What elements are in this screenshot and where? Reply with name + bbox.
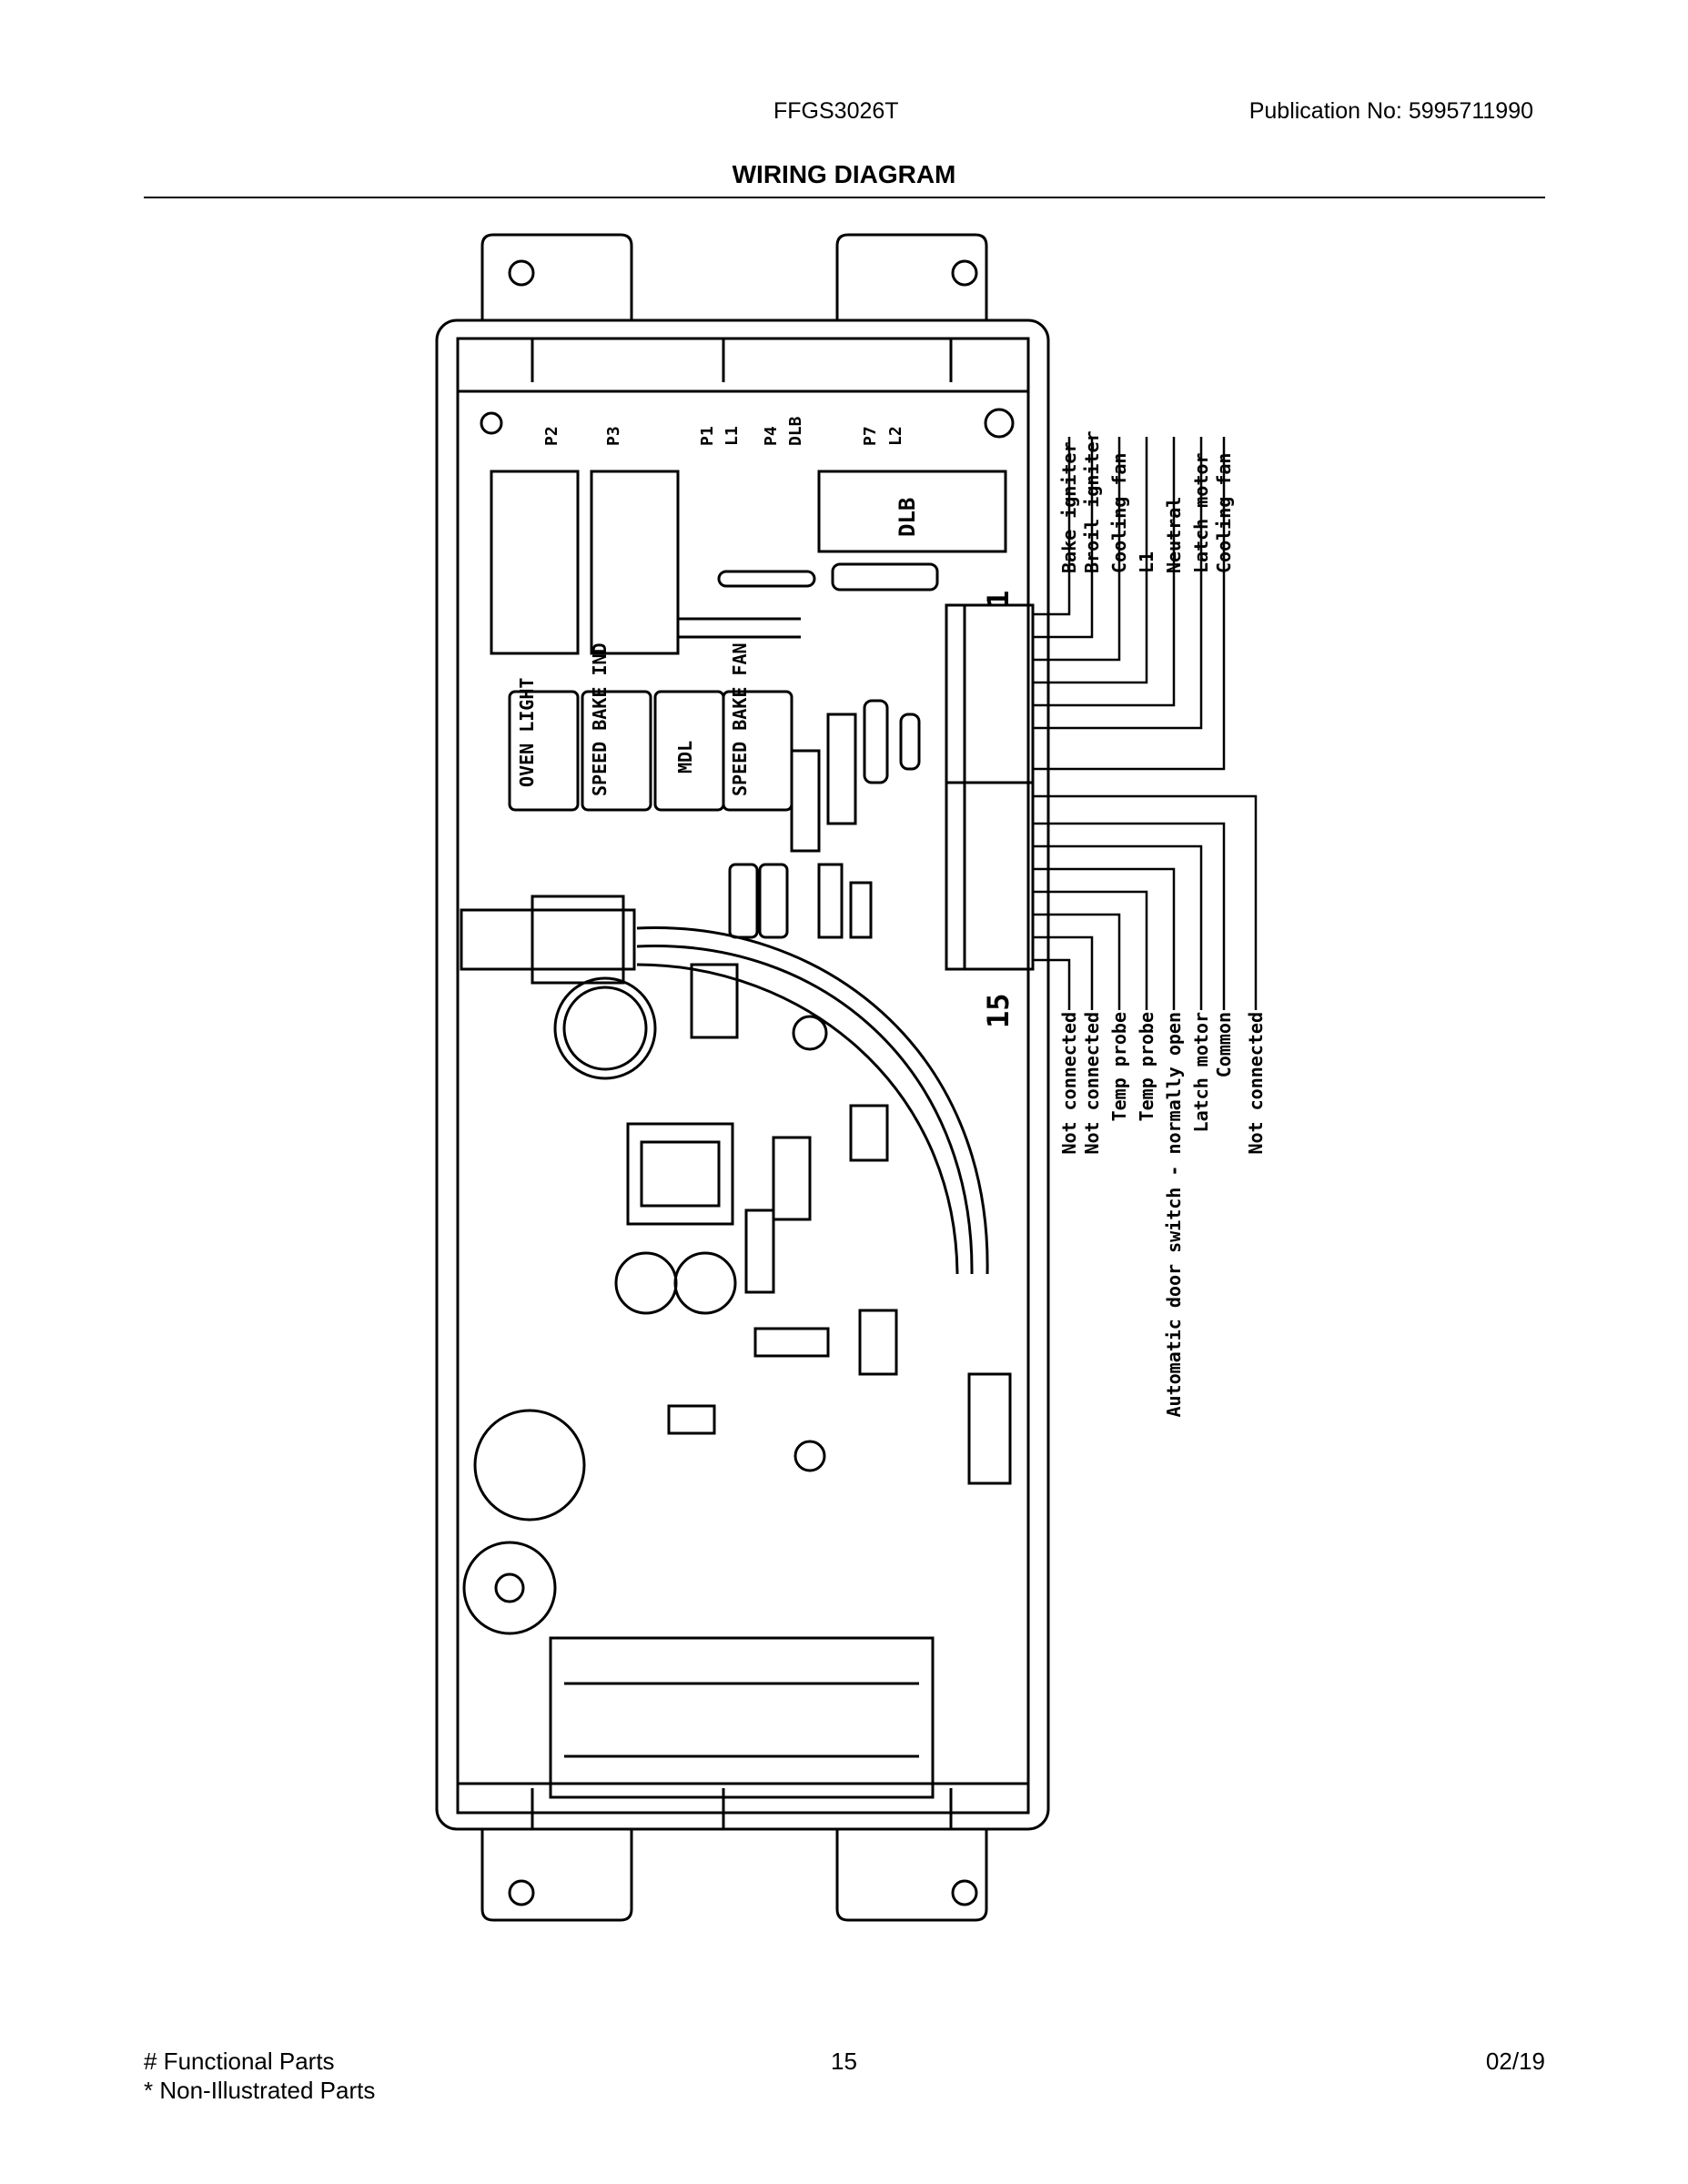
board-housing-inner — [456, 337, 1030, 1815]
heat-sink — [549, 1636, 935, 1799]
label-speed-bake-ind: SPEED BAKE IND — [589, 642, 611, 796]
label-l1: L1 — [723, 426, 742, 446]
pin-label-latch-motor-2: Latch motor — [1190, 1012, 1212, 1132]
label-speed-bake-fan: SPEED BAKE FAN — [729, 642, 751, 796]
pin-label-temp-probe-1: Temp probe — [1108, 1012, 1130, 1121]
wire-harness — [636, 926, 989, 1275]
pin-label-door-switch: Automatic door switch - normally open — [1163, 1012, 1185, 1418]
label-mdl: MDL — [674, 741, 696, 774]
harness-connector — [460, 908, 636, 971]
page-number: 15 — [831, 2048, 857, 2075]
pin-label-neutral: Neutral — [1163, 497, 1185, 573]
capacitor — [553, 976, 657, 1080]
mount-tab-top-left — [480, 233, 633, 320]
buzzer — [462, 1541, 557, 1635]
mount-hole — [508, 259, 535, 287]
label-p3: P3 — [604, 426, 623, 446]
pin-connector-block — [945, 603, 1035, 971]
speaker — [473, 1409, 586, 1522]
pin-label-cooling-fan-2: Cooling fan — [1213, 453, 1235, 573]
publication-number: Publication No: 5995711990 — [1248, 98, 1533, 124]
label-l2: L2 — [886, 426, 905, 446]
pin-label-latch-motor: Latch motor — [1190, 453, 1212, 573]
pin-label-l1: L1 — [1136, 551, 1157, 573]
page-title: WIRING DIAGRAM — [732, 160, 956, 188]
pin-label-not-connected-3: Not connected — [1245, 1012, 1267, 1155]
label-p1: P1 — [698, 426, 717, 446]
pin-label-temp-probe-2: Temp probe — [1136, 1012, 1157, 1121]
label-dlb-relay: DLB — [895, 498, 920, 537]
header-rule — [144, 197, 1545, 198]
relay-oven-light — [508, 690, 580, 812]
label-p2: P2 — [542, 426, 561, 446]
mount-tab-bottom-left — [480, 1829, 633, 1922]
label-oven-light: OVEN LIGHT — [516, 678, 538, 787]
label-p4: P4 — [762, 426, 781, 446]
capacitor — [673, 1251, 737, 1315]
label-pin-15: 15 — [981, 993, 1016, 1028]
board-housing-outer — [435, 318, 1050, 1831]
model-number: FFGS3026T — [773, 98, 899, 124]
mount-hole — [951, 1879, 978, 1906]
label-pin-1: 1 — [981, 591, 1016, 608]
label-dlb-connector: DLB — [786, 416, 805, 446]
pin-label-not-connected-2: Not connected — [1081, 1012, 1103, 1155]
pin-label-not-connected-1: Not connected — [1058, 1012, 1080, 1155]
transformer — [626, 1122, 734, 1226]
revision-date: 02/19 — [1485, 2048, 1545, 2075]
pin-label-common: Common — [1213, 1012, 1235, 1077]
mount-tab-bottom-right — [835, 1829, 988, 1922]
legend-non-illustrated-parts: * Non-Illustrated Parts — [144, 2077, 376, 2104]
pin-label-bake-igniter: Bake igniter — [1058, 442, 1080, 574]
pin-label-broil-igniter: Broil igniter — [1081, 430, 1103, 573]
mount-hole — [951, 259, 978, 287]
relay-speed-bake-ind — [581, 690, 652, 812]
legend-functional-parts: # Functional Parts — [144, 2048, 335, 2075]
dlb-relay — [817, 470, 1007, 553]
relay-block — [590, 470, 680, 655]
pin-label-cooling-fan: Cooling fan — [1108, 453, 1130, 573]
mount-hole — [508, 1879, 535, 1906]
relay-block — [490, 470, 580, 655]
capacitor — [614, 1251, 678, 1315]
label-p7: P7 — [861, 426, 880, 446]
mount-tab-top-right — [835, 233, 988, 320]
